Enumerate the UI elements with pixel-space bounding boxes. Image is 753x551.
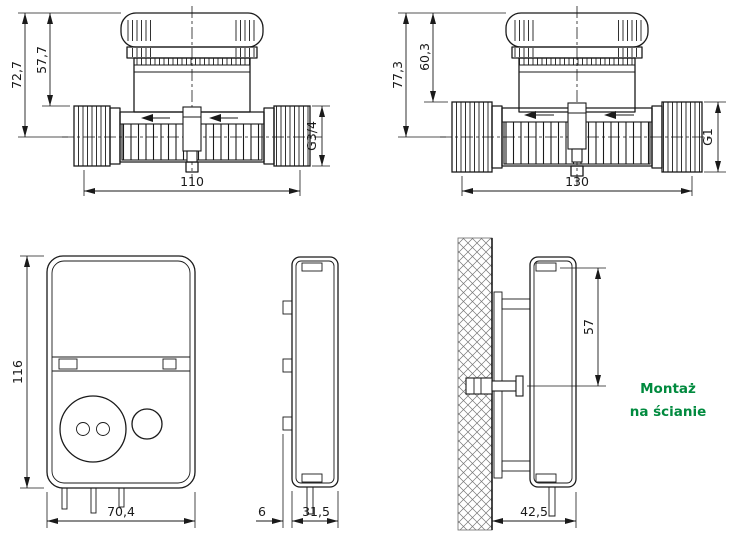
mounting-clip [282,300,293,315]
wall-mount-note-line2: na ścianie [630,404,707,420]
meter-g1-view [440,6,712,186]
dim-meter-height-upper: 60,3 [417,43,432,71]
calculator-side-dimensions: 6 31,5 [256,434,339,528]
screw-shaft [491,380,517,392]
dim-wall-depth: 42,5 [520,504,548,519]
dim-clip-depth: 6 [258,504,266,519]
flow-direction-arrow-icon [141,114,170,122]
dim-meter-height-total: 77,3 [390,61,405,89]
flow-direction-arrow-icon [209,114,238,122]
cable [90,487,97,514]
mounting-hook [501,298,531,310]
calculator-side-view [282,256,339,515]
mounting-clip [282,416,293,431]
wall-mount-dimensions: 57 42,5 [491,267,606,528]
wall-mount-view [457,237,577,531]
cable [548,487,556,517]
dim-body-depth: 31,5 [302,504,330,519]
button-small [131,408,163,440]
meter-g1-dimensions: 77,3 60,3 130 G1 [390,12,726,196]
sensor-block [567,102,587,150]
dim-meter-thread: G3/4 [304,121,319,151]
calculator-body [46,255,196,489]
meter-g34-view [62,6,322,182]
flow-direction-arrow-icon [524,111,554,119]
calculator-body-side [529,256,577,488]
calculator-front-view [46,255,196,514]
dim-meter-thread: G1 [700,128,715,146]
dim-hole-spacing: 57 [581,319,596,335]
cable [61,487,68,510]
dim-calculator-width: 70,4 [107,504,135,519]
thread-left [73,105,111,167]
dim-calculator-height: 116 [10,360,25,384]
dim-meter-height-total: 72,7 [9,61,24,89]
sensor-block [182,106,202,152]
flow-direction-arrow-icon [604,111,634,119]
wall-mount-note: Montaż na ścianie [630,381,707,420]
wall-plug [465,377,493,395]
thread-right [273,105,311,167]
dim-meter-length: 110 [180,174,204,189]
cable [118,487,125,508]
calculator-front-dimensions: 116 70,4 [10,255,196,528]
mounting-clip [282,358,293,373]
dim-meter-length: 130 [565,174,589,189]
button-large [59,395,127,463]
calculator-body-side [291,256,339,488]
cable [306,487,314,515]
wall-mount-note-line1: Montaż [640,381,696,397]
dim-meter-height-upper: 57,7 [34,46,49,74]
thread-left [451,101,493,173]
thread-right [661,101,703,173]
mounting-hook [501,460,531,472]
meter-g34-dimensions: 72,7 57,7 110 G3/4 [9,12,330,196]
screw-head [515,375,524,397]
